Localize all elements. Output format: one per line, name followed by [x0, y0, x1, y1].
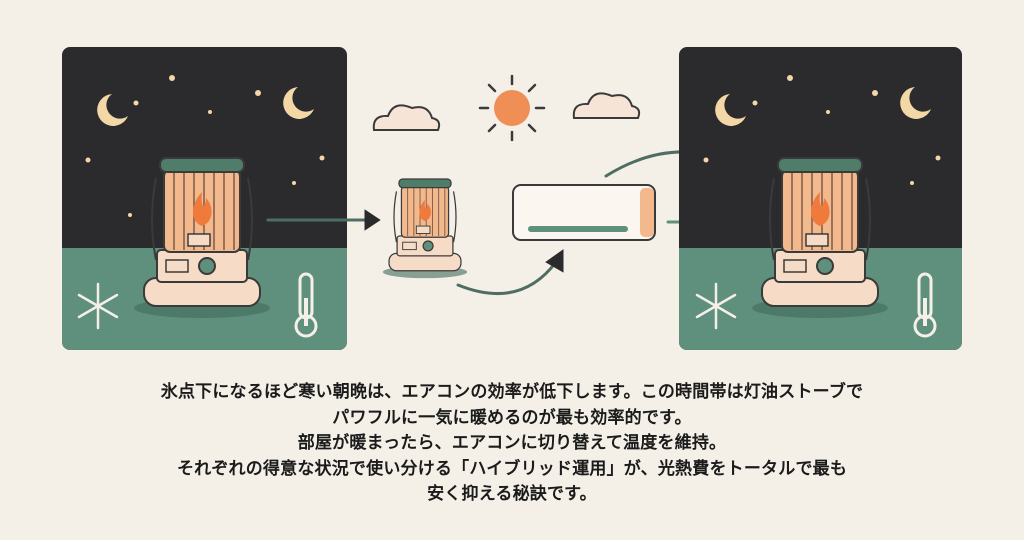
sun-icon [478, 74, 546, 142]
caption-line: パワフルに一気に暖めるのが最も効率的です。 [332, 407, 692, 428]
caption-line: 部屋が暖まったら、エアコンに切り替えて温度を維持。 [297, 433, 727, 453]
explanation-caption: 氷点下になるほど寒い朝晩は、エアコンの効率が低下します。この時間帯は灯油ストーブ… [0, 380, 1024, 508]
cold-night-panel-left [62, 47, 347, 350]
arrow-to-small-stove [266, 209, 381, 231]
caption-line: 安く抑える秘訣です。 [427, 484, 597, 504]
caption-line: 氷点下になるほど寒い朝晩は、エアコンの効率が低下します。この時間帯は灯油ストーブ… [160, 382, 864, 402]
cloud-icon [372, 104, 441, 131]
caption-line: それぞれの得意な状況で使い分ける「ハイブリッド運用」が、光熱費をトータルで最も [176, 458, 848, 479]
arrow-to-air-conditioner [456, 249, 564, 296]
stars-icon [703, 75, 941, 185]
small-kerosene-stove-icon [382, 178, 468, 279]
stars-icon [85, 75, 325, 217]
cold-night-panel-right [679, 47, 962, 350]
air-conditioner-icon [512, 184, 656, 241]
cloud-icon [572, 92, 641, 119]
